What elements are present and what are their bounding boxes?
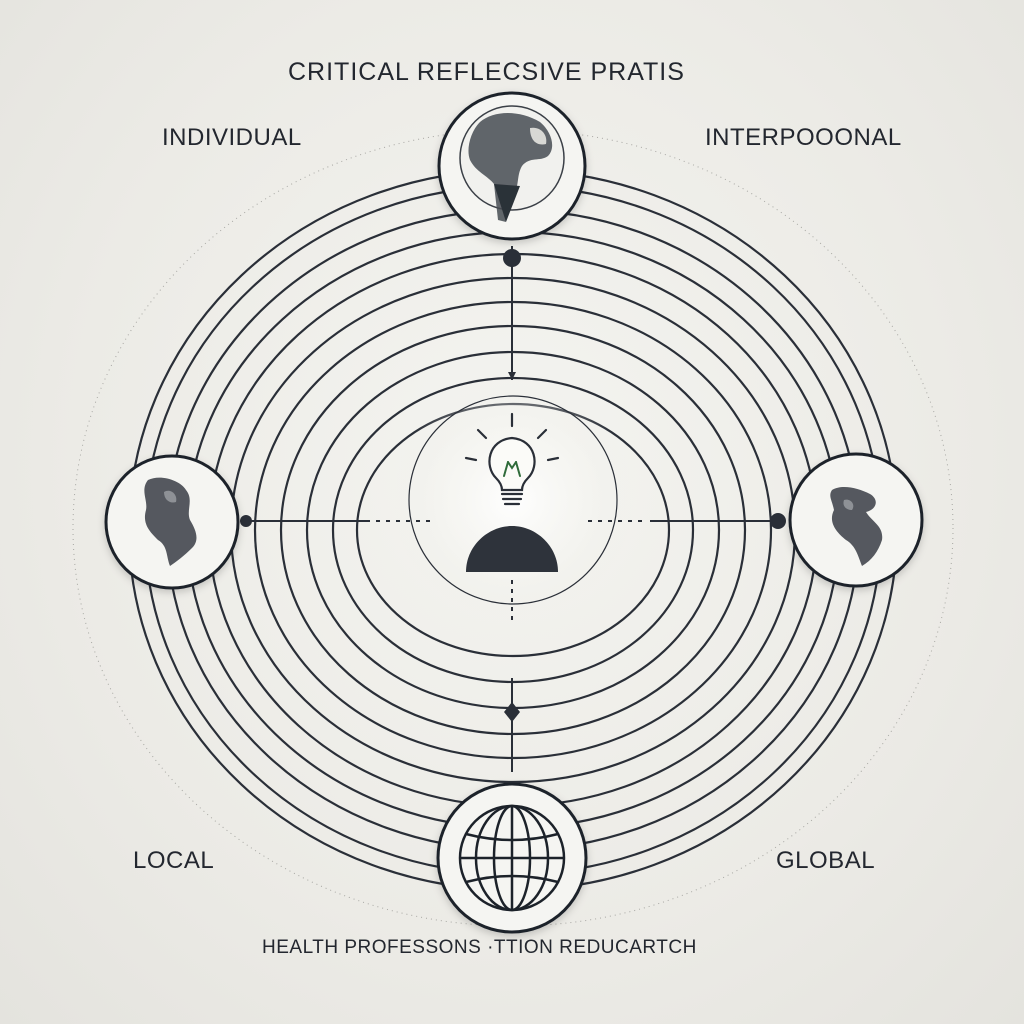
lightbulb-person-icon <box>464 412 560 572</box>
continent-map-icon <box>788 452 924 588</box>
label-local: LOCAL <box>133 847 215 874</box>
center-inner-ring <box>408 395 618 605</box>
diagram-title: CRITICAL REFLECSIVE PRATIS <box>288 58 685 86</box>
earth-globe-icon <box>437 91 587 241</box>
wireframe-globe-icon <box>436 782 588 934</box>
label-interpersonal: INTERPOOONAL <box>705 124 902 151</box>
label-global: GLOBAL <box>776 847 876 874</box>
continent-map-icon <box>104 454 240 590</box>
footer-caption: HEALTH PROFESSONS ·TTION REDUCARTCH <box>262 937 697 958</box>
connectors <box>244 246 778 772</box>
label-individual: INDIVIDUAL <box>162 124 302 151</box>
connector-dots <box>240 249 786 722</box>
lightbulb-icon <box>464 412 560 506</box>
person-silhouette-icon <box>466 526 558 572</box>
